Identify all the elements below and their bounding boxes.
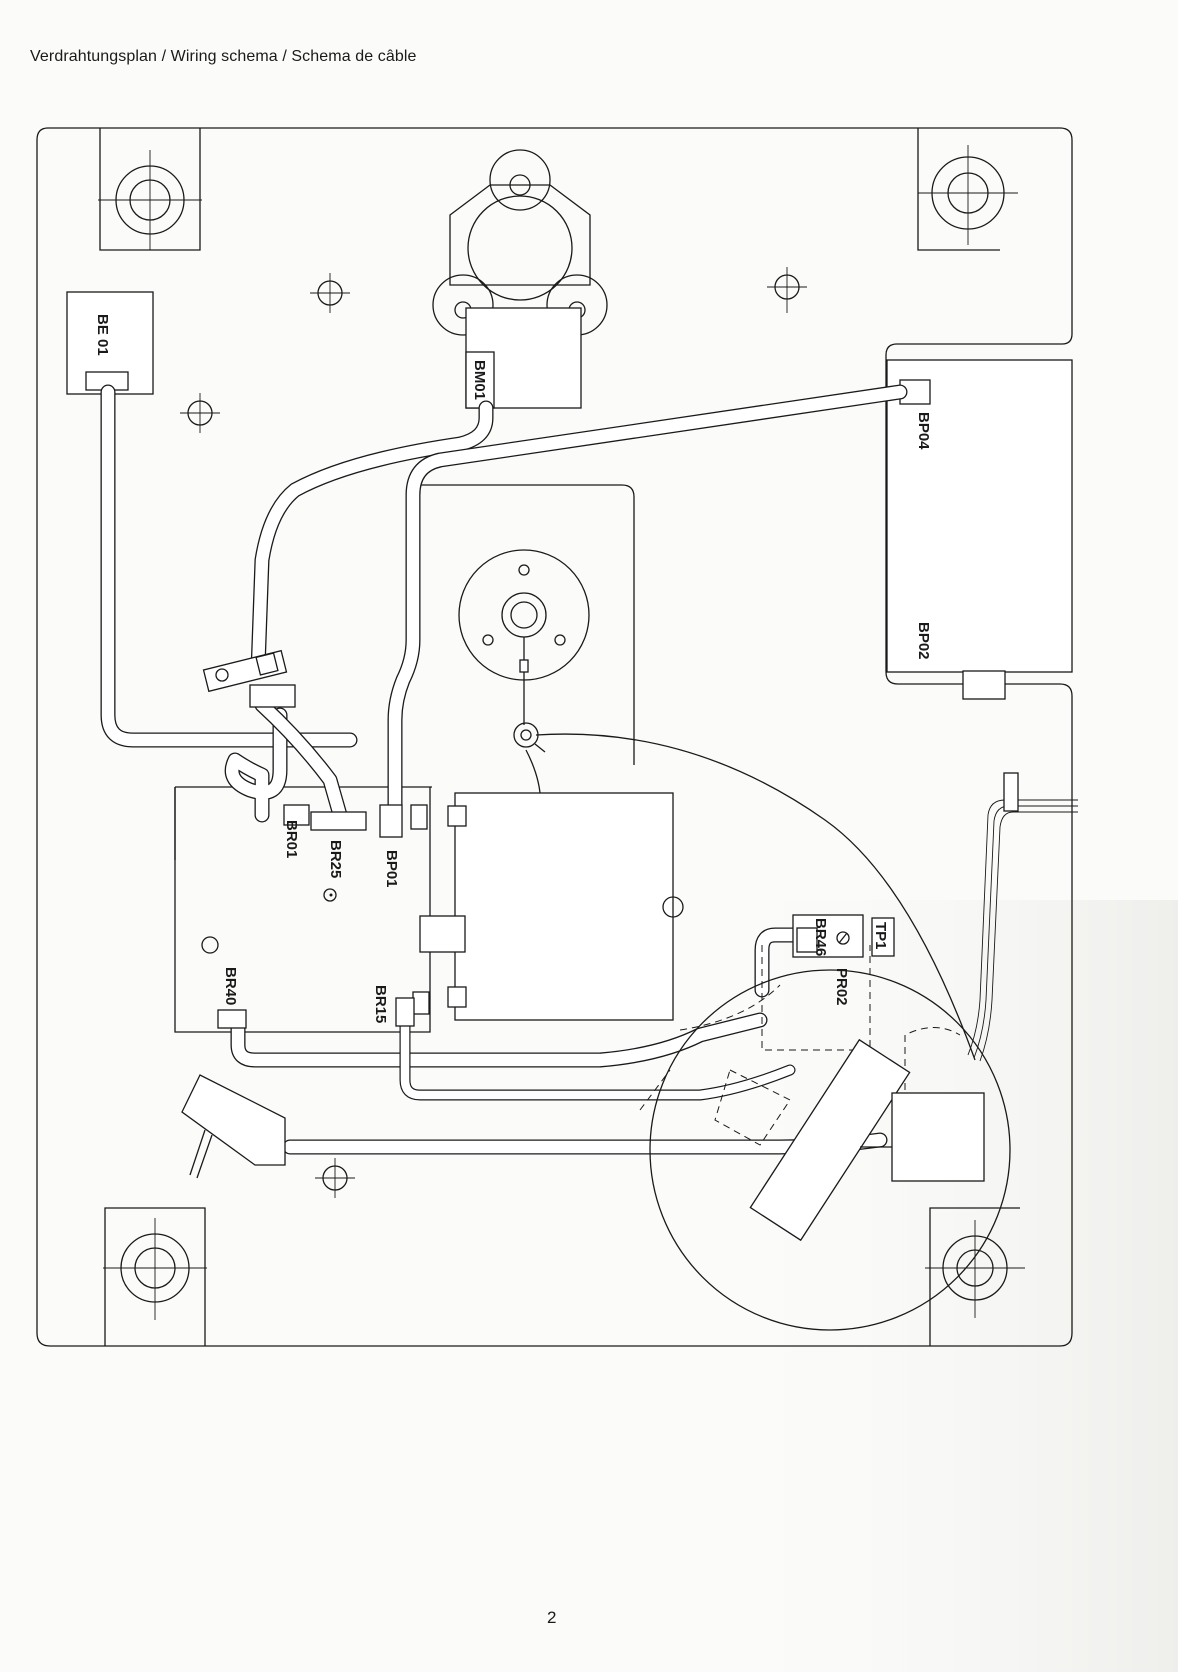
pr02-label: PR02: [833, 968, 850, 1006]
transformer-clamp: [420, 916, 465, 952]
headshell: [182, 1075, 285, 1178]
be01-label: BE 01: [94, 314, 111, 356]
bm01-label: BM01: [471, 360, 488, 400]
bp04-label: BP04: [915, 412, 932, 450]
bp02-label: BP02: [915, 622, 932, 660]
br15-label: BR15: [372, 985, 389, 1023]
page-number: 2: [547, 1608, 556, 1628]
platter-hub: [459, 550, 589, 752]
mounting-hole-top-right: [918, 145, 1018, 245]
br46-label: BR46: [812, 918, 829, 956]
transformer: [455, 793, 673, 1020]
br15-connector: [396, 998, 414, 1026]
br40-connector: [218, 1010, 246, 1028]
mounting-hole-top-left: [98, 150, 202, 250]
bp01-connector: [380, 805, 402, 837]
br40-label: BR40: [222, 967, 239, 1005]
bp01-label: BP01: [383, 850, 400, 888]
pcb-hole: [202, 937, 218, 953]
switch-bracket: [204, 651, 295, 707]
br25-label: BR25: [327, 840, 344, 878]
bp02-connector: [963, 671, 1005, 699]
motor-bracket: [433, 150, 607, 335]
tp1-label: TP1: [872, 922, 889, 950]
bp-board: [887, 360, 1072, 672]
paper-shade: [640, 900, 1178, 1672]
mounting-hole-bottom-left: [103, 1218, 207, 1320]
br25-connector: [311, 812, 366, 830]
br01-label: BR01: [283, 820, 300, 858]
